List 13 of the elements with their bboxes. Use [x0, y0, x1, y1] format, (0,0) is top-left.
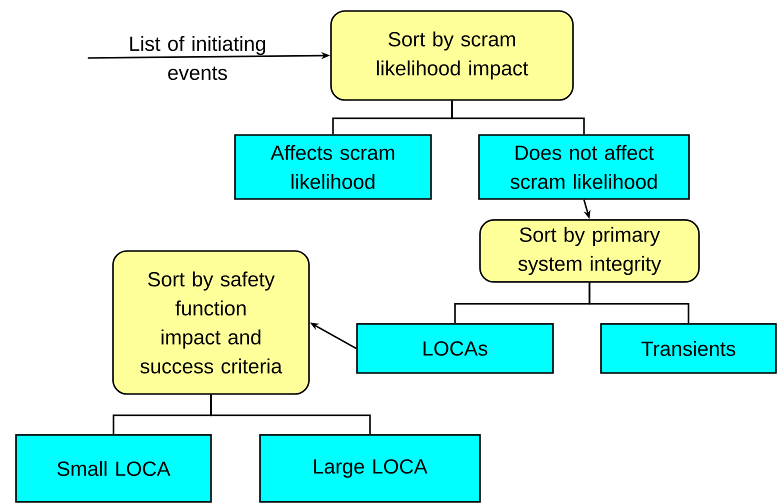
category-box: Affects scram likelihood — [234, 134, 432, 200]
tree-connector — [210, 394, 371, 434]
plain-text: List of initiating events — [130, 36, 266, 80]
tree-connector — [451, 100, 585, 134]
sort-step-box: Sort by scram likelihood impact — [330, 10, 574, 101]
category-box: Large LOCA — [259, 434, 481, 503]
category-box: LOCAs — [356, 323, 554, 374]
category-box: Transients — [600, 323, 777, 374]
category-box: Small LOCA — [15, 434, 212, 503]
sort-step-box: Sort by safety function impact and success criteria — [112, 250, 310, 395]
sort-step-box: Sort by primary system integrity — [479, 219, 700, 283]
tree-connector — [588, 282, 690, 324]
category-box: Does not affect scram likelihood — [478, 134, 690, 200]
